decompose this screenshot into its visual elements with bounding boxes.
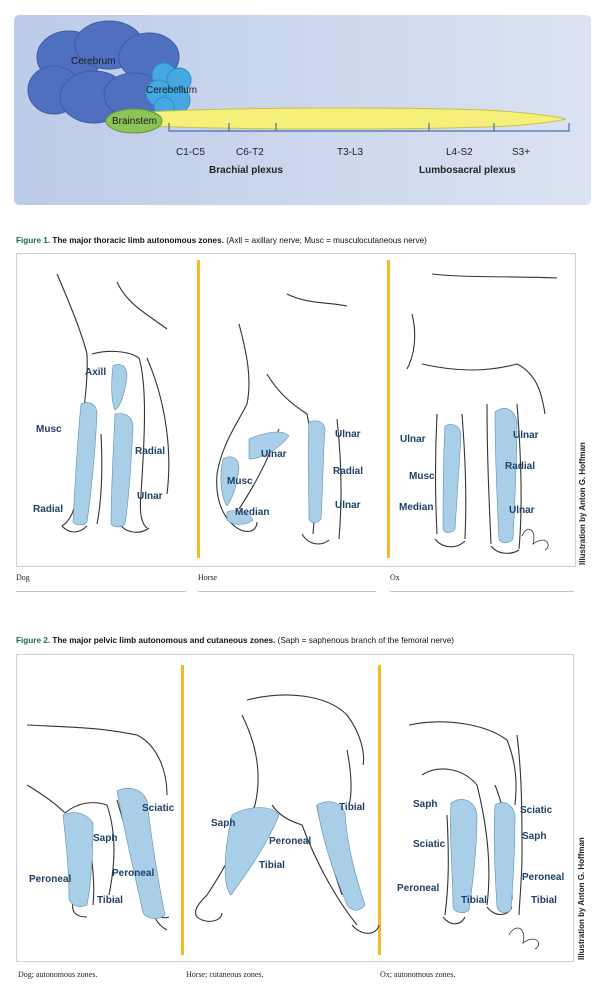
segment-label: T3-L3 (337, 147, 364, 158)
figure2-heading: The major pelvic limb autonomous and cut… (52, 636, 276, 645)
cerebrum-label: Cerebrum (71, 56, 116, 67)
figure1-credit: Illustration by Anton G. Hoffman (578, 442, 587, 565)
horse-label-ulnar-bottom: Ulnar (335, 500, 361, 511)
figure1-caption-dog: Dog (16, 573, 30, 582)
horse-label-ulnar-mid: Ulnar (261, 449, 287, 460)
dog-pelvic-zone-shapes (62, 788, 166, 919)
figure2-caption-dog: Dog; autonomous zones. (18, 970, 98, 979)
artist-signature (521, 528, 549, 551)
ox-label-ulnar-bottom: Ulnar (509, 505, 535, 516)
dog-label-musc: Musc (36, 424, 62, 435)
ox-label-ulnar-right: Ulnar (513, 430, 539, 441)
caption-underline (198, 591, 376, 592)
horse-pelvic-zone-shapes (224, 801, 366, 911)
figure2-title: Figure 2. The major pelvic limb autonomo… (16, 636, 454, 645)
spinal-cord-diagram (14, 15, 591, 205)
dog-label-tibial: Tibial (97, 895, 123, 906)
lumbosacral-plexus-label: Lumbosacral plexus (419, 165, 516, 176)
spinal-cord-panel: Cerebrum Cerebellum Brainstem C1-C5 C6-T… (14, 15, 591, 205)
ox-label-tibial-left: Tibial (461, 895, 487, 906)
segment-label: C6-T2 (236, 147, 264, 158)
dog-label-saph: Saph (93, 833, 118, 844)
cerebellum-label: Cerebellum (146, 85, 198, 96)
horse-label-peroneal: Peroneal (269, 836, 312, 847)
segment-brackets (168, 123, 570, 132)
ox-label-sciatic-left: Sciatic (413, 839, 446, 850)
ox-label-sciatic-right: Sciatic (520, 805, 553, 816)
horse-label-saph: Saph (211, 818, 236, 829)
ox-label-radial: Radial (505, 461, 536, 472)
dog-label-peroneal-left: Peroneal (29, 874, 72, 885)
dog-label-axill: Axill (85, 367, 107, 378)
spinal-cord-shape (133, 107, 567, 130)
brainstem-label: Brainstem (112, 116, 158, 127)
figure1-divider (387, 260, 390, 558)
horse-label-tibial-top: Tibial (339, 802, 365, 813)
figure1-caption-horse: Horse (198, 573, 218, 582)
figure2-caption-horse: Horse; cutaneous zones. (186, 970, 264, 979)
segment-label: S3+ (512, 147, 531, 158)
ox-label-median: Median (399, 502, 434, 513)
figure1-heading: The major thoracic limb autonomous zones… (52, 236, 224, 245)
ox-label-tibial-right: Tibial (531, 895, 557, 906)
dog-label-peroneal-right: Peroneal (112, 868, 155, 879)
horse-label-median: Median (235, 507, 270, 518)
dog-label-radial-left: Radial (33, 504, 64, 515)
cerebellum-shape (145, 62, 192, 118)
figure2-drawing (26, 694, 539, 950)
ox-label-ulnar-left: Ulnar (400, 434, 426, 445)
dog-label-ulnar: Ulnar (137, 491, 163, 502)
dog-label-sciatic: Sciatic (142, 803, 175, 814)
figure2-note: (Saph = saphenous branch of the femoral … (277, 636, 454, 645)
horse-zone-shapes (220, 420, 326, 525)
ox-zone-shapes (442, 408, 518, 544)
brainstem-shape (105, 108, 163, 134)
ox-label-peroneal-right: Peroneal (522, 872, 565, 883)
ox-pelvic-zone-shapes (450, 799, 516, 914)
figure1-frame: Axill Musc Radial Ulnar Radial Ulnar Uln… (16, 253, 576, 567)
figure1-drawing (56, 273, 558, 554)
figure2-caption-ox: Ox; autonomous zones. (380, 970, 456, 979)
horse-label-radial: Radial (333, 466, 364, 477)
figure2-frame: Sciatic Saph Peroneal Peroneal Tibial Ti… (16, 654, 574, 962)
ox-forelimb-outline (406, 273, 558, 554)
figure2-divider (378, 665, 381, 955)
caption-underline (16, 591, 186, 592)
ox-label-saph-left: Saph (413, 799, 438, 810)
horse-label-musc: Musc (227, 476, 253, 487)
ox-label-saph-right: Saph (522, 831, 547, 842)
artist-signature (508, 927, 539, 950)
figure1-title: Figure 1. The major thoracic limb autono… (16, 236, 427, 245)
figure1-divider (197, 260, 200, 558)
figure2-number: Figure 2. (16, 636, 51, 645)
dog-zone-shapes (72, 364, 134, 528)
horse-label-ulnar-top: Ulnar (335, 429, 361, 440)
caption-underline (390, 591, 574, 592)
segment-label: L4-S2 (446, 147, 473, 158)
figure2-credit: Illustration by Anton G. Hoffman (577, 837, 586, 960)
ox-label-peroneal-left: Peroneal (397, 883, 440, 894)
figure2-divider (181, 665, 184, 955)
dog-label-radial-right: Radial (135, 446, 166, 457)
brachial-plexus-label: Brachial plexus (209, 165, 283, 176)
horse-label-tibial-bottom: Tibial (259, 860, 285, 871)
figure1-number: Figure 1. (16, 236, 51, 245)
figure1-caption-ox: Ox (390, 573, 400, 582)
segment-label: C1-C5 (176, 147, 205, 158)
ox-label-musc: Musc (409, 471, 435, 482)
figure1-note: (Axll = axillary nerve; Musc = musculocu… (226, 236, 427, 245)
